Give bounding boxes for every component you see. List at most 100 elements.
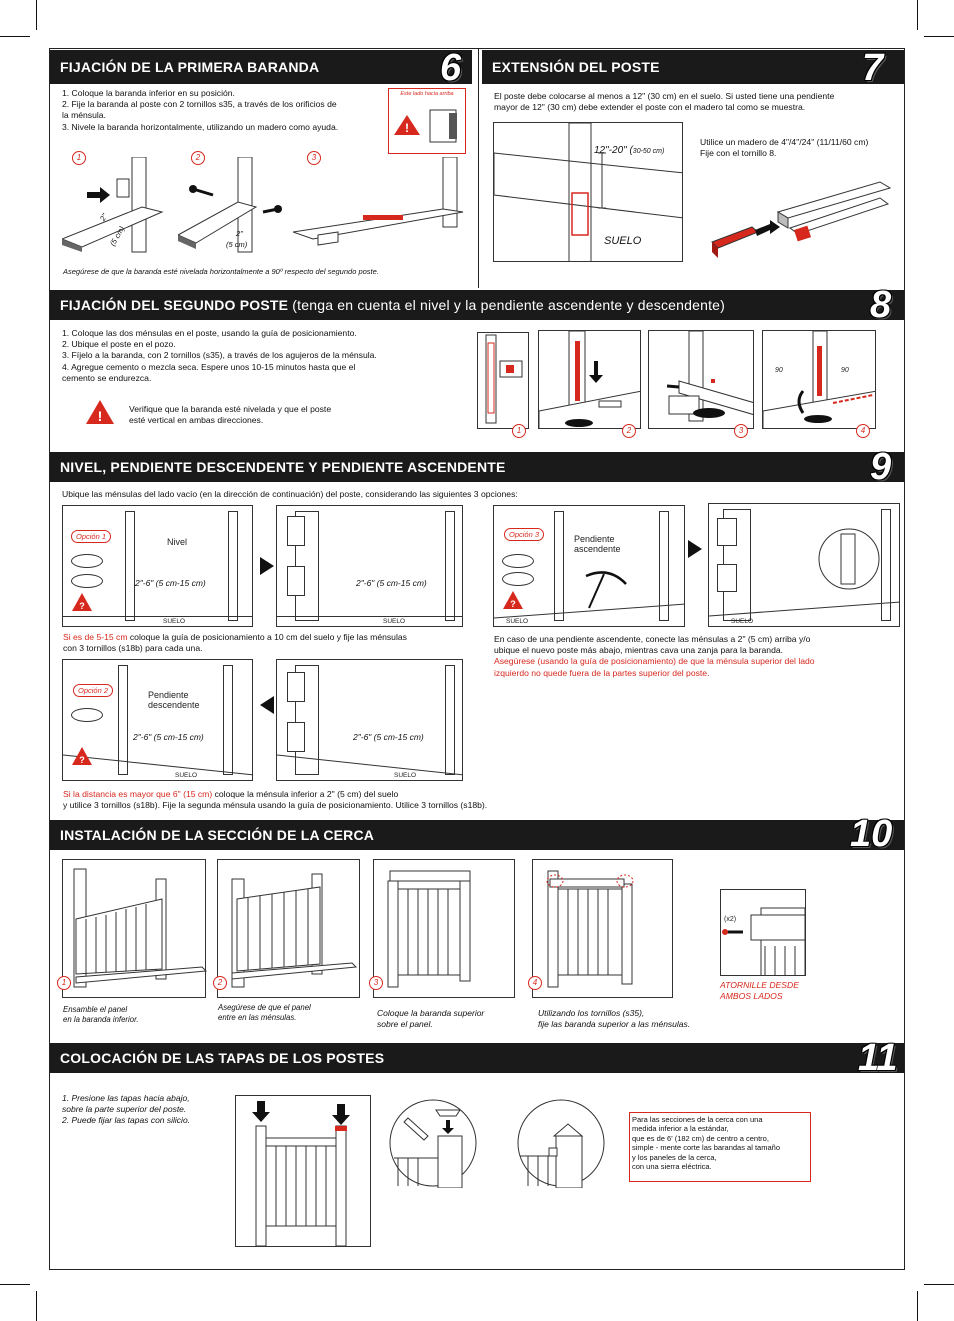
step6-illustration-2: [178, 157, 288, 262]
crop-mark: [924, 36, 954, 37]
section-6-header: FIJACIÓN DE LA PRIMERA BARANDA: [50, 50, 472, 84]
step8-illustration-2: [538, 330, 641, 429]
warning-icon: ?: [503, 591, 523, 609]
post-extension-diagram: 12"-20" (30-50 cm) SUELO: [493, 122, 683, 262]
section-11-title: COLOCACIÓN DE LAS TAPAS DE LOS POSTES: [60, 1050, 385, 1066]
section-7-note: Utilice un madero de 4"/4"/24" (11/11/60…: [700, 137, 869, 159]
quantity-label: (x2): [724, 916, 737, 923]
ground-label: SUELO: [175, 772, 198, 779]
section-7-header: EXTENSIÓN DEL POSTE: [482, 50, 904, 84]
ground-label: SUELO: [506, 618, 529, 625]
orientation-callout: Este lado hacia arriba !: [388, 88, 466, 154]
crop-mark: [917, 1291, 918, 1321]
screw-detail: (x2): [720, 889, 806, 976]
section-7-intro: El poste debe colocarse al menos a 12" (…: [494, 91, 835, 113]
page-frame: [49, 48, 905, 1270]
dim-label: 2"-6" (5 cm-15 cm): [353, 732, 424, 742]
section-6-number: 6: [440, 47, 462, 89]
step-badge: 1: [57, 976, 71, 990]
post-caps-illustration: [235, 1095, 371, 1247]
dim-label: 2": [236, 229, 243, 238]
step-badge: 1: [512, 424, 526, 438]
angle-label: 90: [841, 367, 849, 374]
section-6-instructions: 1. Coloque la baranda inferior en su pos…: [62, 88, 339, 132]
section-10-header: INSTALACIÓN DE LA SECCIÓN DE LA CERCA: [50, 820, 904, 850]
step-badge: 3: [369, 976, 383, 990]
section-9-number: 9: [870, 446, 892, 488]
dim-label: 2"-6" (5 cm-15 cm): [133, 732, 204, 742]
warning-icon: ?: [72, 747, 92, 765]
section-9-intro: Ubique las ménsulas del lado vacío (en l…: [62, 489, 518, 499]
option-1-note: Si es de 5-15 cm coloque la guía de posi…: [63, 632, 407, 654]
crop-mark: [917, 0, 918, 30]
warning-icon: ?: [72, 593, 92, 611]
ground-label: SUELO: [731, 618, 754, 625]
step-badge: 1: [72, 151, 86, 165]
step-badge: 3: [307, 151, 321, 165]
section-8-instructions: 1. Coloque las dos ménsulas en el poste,…: [62, 328, 377, 383]
cap-detail-2: [517, 1099, 605, 1188]
option-2-note: Si la distancia es mayor que 6" (15 cm) …: [63, 789, 488, 811]
section-6-footnote: Asegúrese de que la baranda esté nivelad…: [63, 267, 379, 276]
step8-illustration-1: [477, 332, 529, 429]
svg-text:?: ?: [510, 599, 516, 609]
section-9-title: NIVEL, PENDIENTE DESCENDENTE Y PENDIENTE…: [60, 459, 506, 475]
step-badge: 2: [191, 151, 205, 165]
option-1-diagram: Opción 1 ? Nivel 2"-6" (5 cm-15 cm) SUEL…: [62, 505, 253, 627]
crop-mark: [36, 0, 37, 30]
svg-text:?: ?: [79, 755, 85, 765]
crop-mark: [0, 1284, 30, 1285]
section-9-header: NIVEL, PENDIENTE DESCENDENTE Y PENDIENTE…: [50, 452, 904, 482]
screw-note: ATORNILLE DESDE AMBOS LADOS: [720, 980, 799, 1002]
ground-label: SUELO: [383, 618, 406, 625]
section-6-title: FIJACIÓN DE LA PRIMERA BARANDA: [60, 59, 320, 75]
crop-mark: [36, 1291, 37, 1321]
step6-illustration-3: [293, 157, 468, 262]
step8-illustration-3: [648, 330, 754, 429]
post-extension-parts: [711, 181, 892, 258]
step-badge: 2: [622, 424, 636, 438]
section-11-note: Para las secciones de la cerca con una m…: [629, 1112, 811, 1182]
section-8-title: FIJACIÓN DEL SEGUNDO POSTE (tenga en cue…: [60, 297, 726, 313]
ground-label: SUELO: [163, 618, 186, 625]
step10-caption-4: Utilizando los tornillos (s35),fije las …: [538, 1008, 691, 1030]
section-8-warning: Verifique que la baranda esté nivelada y…: [129, 404, 332, 426]
orientation-label: Este lado hacia arriba: [400, 91, 454, 97]
svg-text:!: !: [405, 121, 409, 135]
option-2-result: 2"-6" (5 cm-15 cm) SUELO: [276, 659, 463, 781]
dim-label: (5 cm): [226, 240, 248, 249]
option-badge: Opción 1: [71, 530, 112, 543]
ground-label: SUELO: [604, 235, 642, 247]
angle-label: 90: [775, 367, 783, 374]
option-3-result: SUELO: [708, 503, 900, 627]
step6-illustration-1: [62, 157, 172, 262]
arrow-icon: [260, 557, 274, 575]
section-8-header: FIJACIÓN DEL SEGUNDO POSTE (tenga en cue…: [50, 290, 904, 320]
depth-label: 12"-20" (30-50 cm): [594, 145, 665, 156]
arrow-icon: [688, 540, 702, 558]
ground-label: SUELO: [394, 772, 417, 779]
arrow-icon: [260, 696, 274, 714]
step8-illustration-4: 90 90: [762, 330, 876, 429]
cap-detail-1: [389, 1099, 477, 1188]
option-1-result: 2"-6" (5 cm-15 cm) SUELO: [276, 505, 463, 627]
crop-mark: [924, 1284, 954, 1285]
section-8-number: 8: [870, 284, 892, 326]
svg-text:?: ?: [79, 601, 85, 611]
step-badge: 4: [528, 976, 542, 990]
dim-label: 2"-6" (5 cm-15 cm): [356, 578, 427, 588]
option-1-label: Nivel: [167, 537, 188, 547]
warning-icon: !: [86, 400, 114, 424]
warning-icon: !: [394, 115, 420, 135]
section-7-number: 7: [862, 47, 884, 89]
crop-mark: [0, 36, 30, 37]
step-badge: 3: [734, 424, 748, 438]
section-11-header: COLOCACIÓN DE LAS TAPAS DE LOS POSTES: [50, 1043, 904, 1073]
step-badge: 4: [856, 424, 870, 438]
svg-text:!: !: [98, 408, 103, 424]
